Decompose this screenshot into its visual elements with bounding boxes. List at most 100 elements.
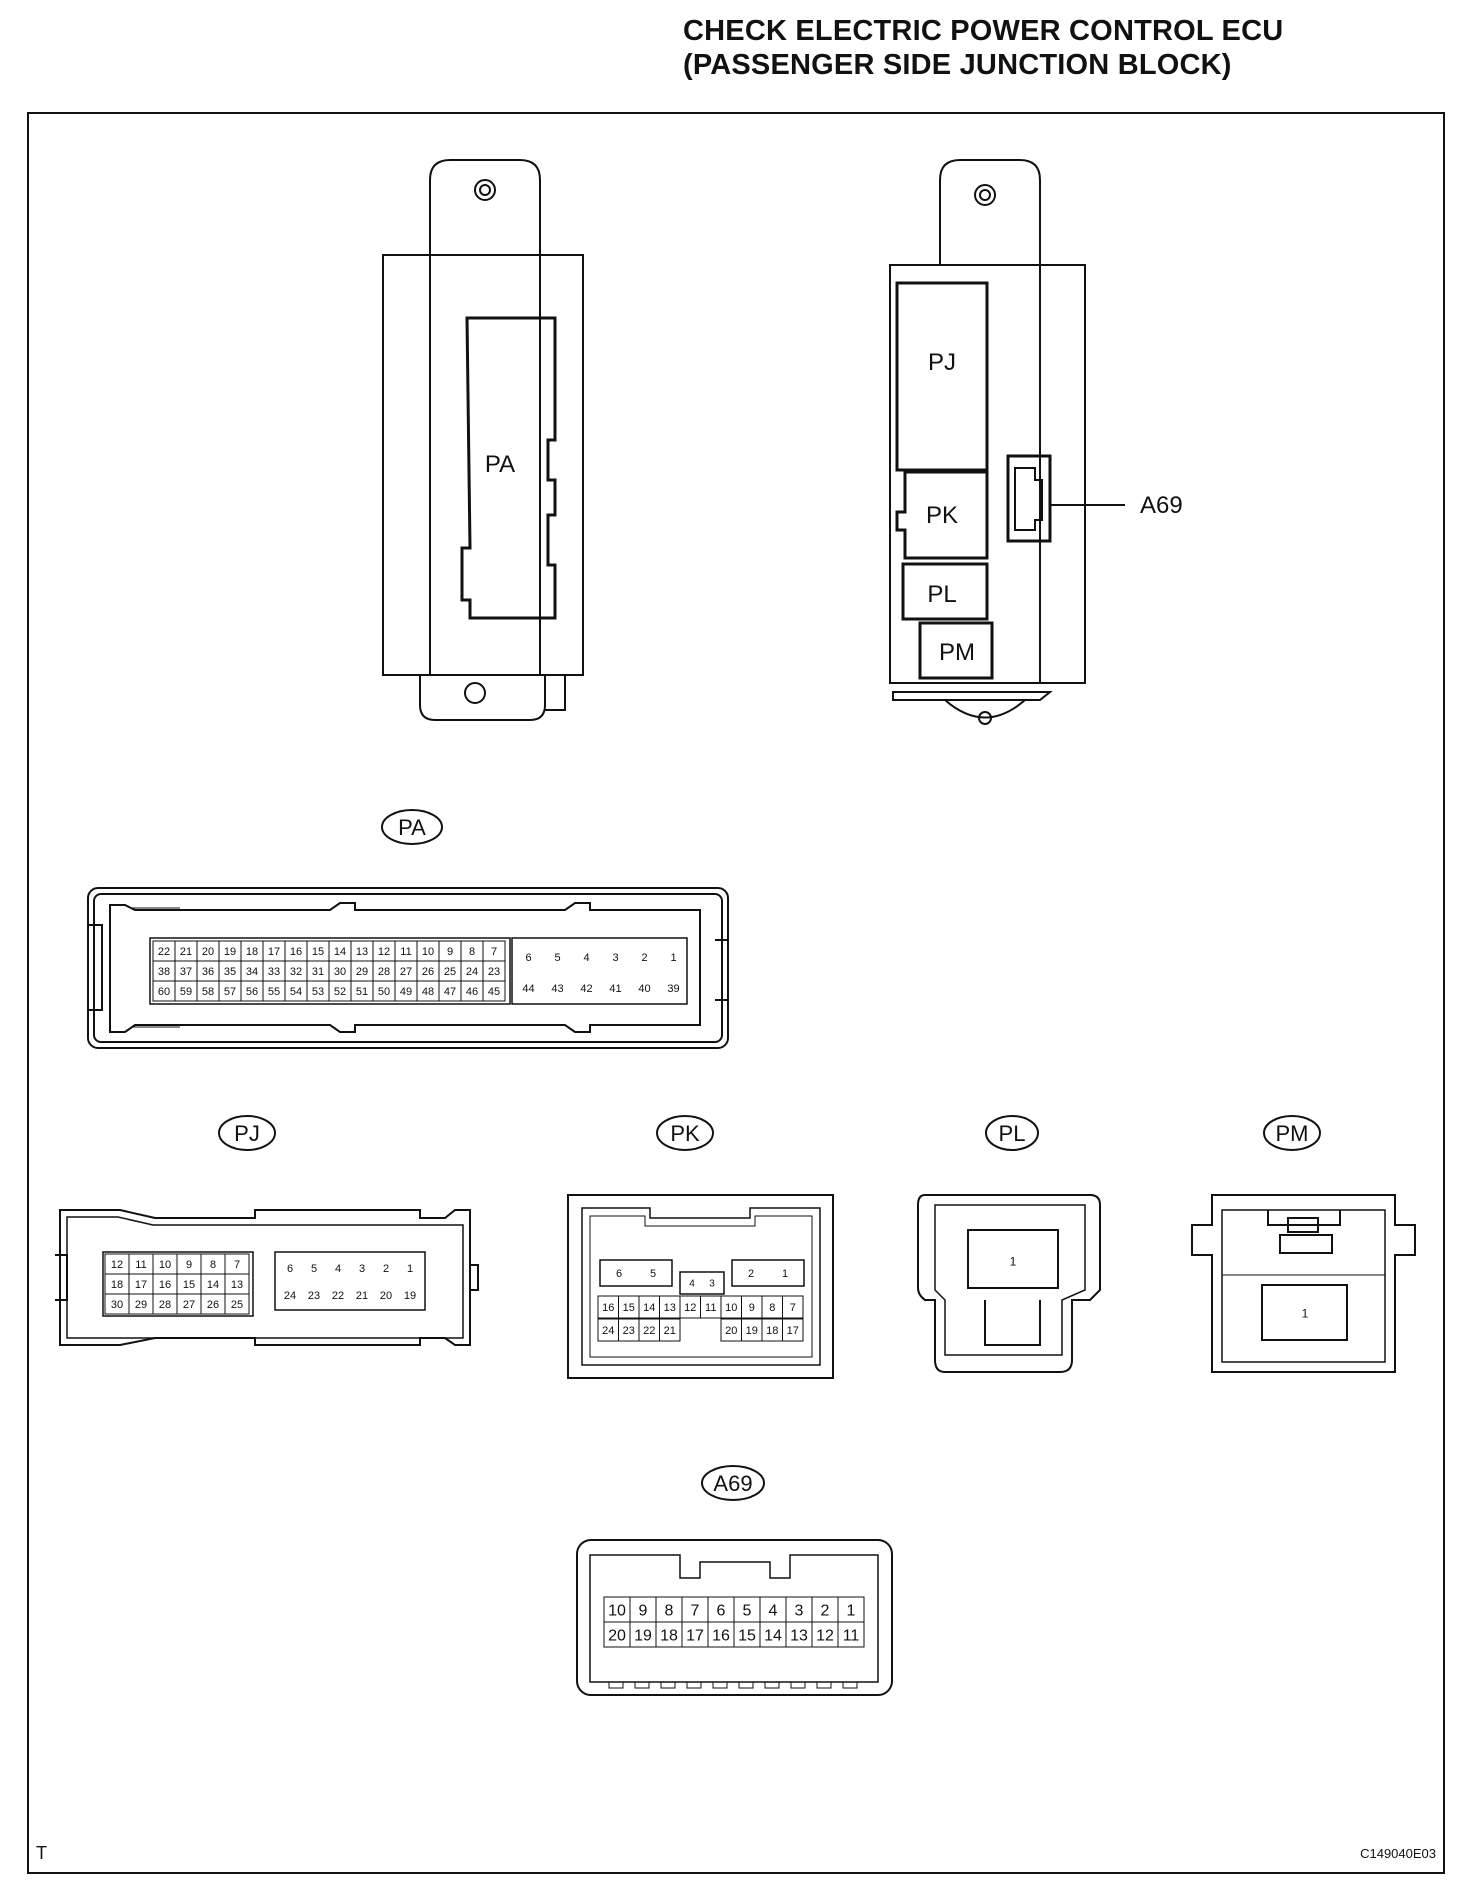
svg-text:16: 16 (602, 1302, 614, 1314)
svg-text:23: 23 (308, 1290, 320, 1302)
svg-text:3: 3 (709, 1279, 715, 1290)
svg-text:46: 46 (466, 986, 478, 998)
svg-text:20: 20 (725, 1325, 737, 1337)
pin-pa-31: 31 (306, 960, 330, 982)
svg-text:9: 9 (447, 946, 453, 958)
svg-text:56: 56 (246, 986, 258, 998)
badge-pl: PL (985, 1115, 1039, 1151)
svg-text:25: 25 (444, 966, 456, 978)
svg-text:44: 44 (522, 983, 534, 995)
pin-pa-57: 57 (218, 980, 242, 1002)
svg-text:11: 11 (843, 1627, 860, 1644)
pin-pa-55: 55 (262, 980, 286, 1002)
svg-text:13: 13 (664, 1302, 676, 1314)
svg-text:6: 6 (717, 1602, 726, 1619)
badge-label-pl: PL (999, 1121, 1026, 1146)
svg-text:14: 14 (334, 946, 346, 958)
pin-pk-2: 2 (748, 1268, 754, 1280)
pin-pa-58: 58 (196, 980, 220, 1002)
a69-terminal-tab (738, 1681, 754, 1689)
pin-a69-8: 8 (655, 1596, 683, 1623)
pin-pa-38: 38 (152, 960, 176, 982)
svg-text:28: 28 (378, 966, 390, 978)
pin-pj-23: 23 (308, 1290, 320, 1302)
pin-a69-6: 6 (707, 1596, 735, 1623)
svg-text:59: 59 (180, 986, 192, 998)
pin-pa-52: 52 (328, 980, 352, 1002)
svg-text:12: 12 (816, 1627, 834, 1644)
corner-mark: T (36, 1843, 47, 1863)
svg-text:16: 16 (712, 1627, 730, 1644)
pin-pa-25: 25 (438, 960, 462, 982)
svg-text:7: 7 (790, 1302, 796, 1314)
svg-text:39: 39 (667, 983, 679, 995)
pin-pa-26: 26 (416, 960, 440, 982)
pin-a69-18: 18 (655, 1621, 683, 1648)
pin-pa-2: 2 (641, 952, 647, 964)
svg-text:25: 25 (231, 1299, 243, 1311)
svg-text:13: 13 (231, 1279, 243, 1291)
pin-pj-5: 5 (311, 1263, 317, 1275)
pin-pa-20: 20 (196, 940, 220, 962)
pin-pa-29: 29 (350, 960, 374, 982)
pin-pj-20: 20 (380, 1290, 392, 1302)
svg-text:5: 5 (650, 1268, 656, 1280)
pin-pk-7: 7 (782, 1295, 804, 1319)
pin-pa-42: 42 (580, 983, 592, 995)
svg-text:2: 2 (821, 1602, 830, 1619)
svg-text:9: 9 (639, 1602, 648, 1619)
pin-pj-24: 24 (284, 1290, 296, 1302)
svg-text:52: 52 (334, 986, 346, 998)
svg-text:12: 12 (111, 1259, 123, 1271)
svg-text:24: 24 (284, 1290, 296, 1302)
pin-pj-28: 28 (152, 1293, 178, 1315)
badge-a69: A69 (701, 1465, 765, 1501)
pin-pa-23: 23 (482, 960, 506, 982)
pin-pa-10: 10 (416, 940, 440, 962)
pin-pa-34: 34 (240, 960, 264, 982)
pin-pa-5: 5 (554, 952, 560, 964)
pin-a69-12: 12 (811, 1621, 839, 1648)
pin-pa-59: 59 (174, 980, 198, 1002)
pa-connector-face (87, 887, 729, 1049)
svg-text:12: 12 (378, 946, 390, 958)
pin-pa-21: 21 (174, 940, 198, 962)
pin-pa-51: 51 (350, 980, 374, 1002)
pin-a69-20: 20 (603, 1621, 631, 1648)
svg-text:22: 22 (643, 1325, 655, 1337)
pin-pk-4: 4 (689, 1279, 695, 1290)
badge-pa: PA (381, 809, 443, 845)
svg-text:22: 22 (332, 1290, 344, 1302)
a69-terminal-tab (686, 1681, 702, 1689)
pin-block-outline (102, 1251, 254, 1317)
pin-a69-7: 7 (681, 1596, 709, 1623)
pin-pa-40: 40 (638, 983, 650, 995)
svg-text:18: 18 (111, 1279, 123, 1291)
a69-terminal-tab (764, 1681, 780, 1689)
pin-pa-35: 35 (218, 960, 242, 982)
pin-pa-14: 14 (328, 940, 352, 962)
svg-text:18: 18 (766, 1325, 778, 1337)
pin-pa-19: 19 (218, 940, 242, 962)
svg-text:43: 43 (551, 983, 563, 995)
pin-pk-18: 18 (761, 1318, 783, 1342)
svg-text:50: 50 (378, 986, 390, 998)
pin-pa-44: 44 (522, 983, 534, 995)
svg-text:1: 1 (407, 1263, 413, 1275)
a69-terminal-tab (634, 1681, 650, 1689)
svg-text:19: 19 (224, 946, 236, 958)
callout-label-a69: A69 (1140, 492, 1183, 519)
a69-terminal-tab (660, 1681, 676, 1689)
pin-pa-60: 60 (152, 980, 176, 1002)
svg-text:23: 23 (623, 1325, 635, 1337)
svg-text:51: 51 (356, 986, 368, 998)
svg-text:7: 7 (491, 946, 497, 958)
pin-pj-6: 6 (287, 1263, 293, 1275)
svg-text:17: 17 (787, 1325, 799, 1337)
svg-text:15: 15 (312, 946, 324, 958)
top-view-right-block (889, 159, 1125, 725)
svg-text:10: 10 (608, 1602, 626, 1619)
svg-text:38: 38 (158, 966, 170, 978)
svg-text:33: 33 (268, 966, 280, 978)
